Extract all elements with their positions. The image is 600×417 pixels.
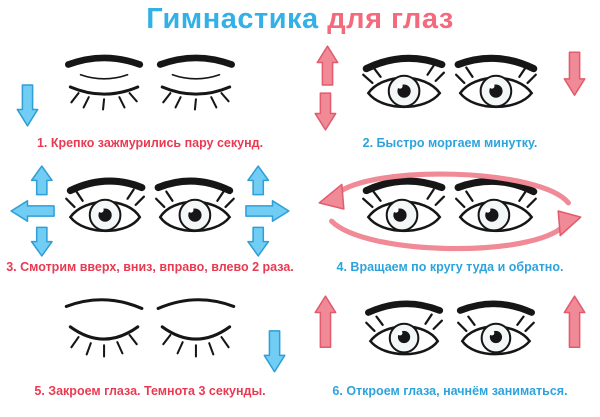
step-2-caption: 2. Быстро моргаем минутку.: [362, 135, 538, 150]
step-5-illustration: [6, 286, 294, 384]
step-3-illustration: [6, 162, 294, 260]
up-arrow-icon: [30, 165, 53, 196]
eyes-look-around-illustration: [10, 165, 290, 257]
left-eye-open: [365, 300, 444, 356]
up-arrow-icon: [247, 165, 270, 196]
right-eye-open: [154, 177, 235, 233]
eyes-open-wide-illustration: [314, 295, 586, 356]
down-arrow-icon: [16, 84, 39, 127]
step-6-caption: 6. Откроем глаза, начнём заниматься.: [332, 383, 568, 398]
circular-arrow-top: [318, 171, 571, 210]
down-arrow-icon: [263, 330, 286, 373]
left-arrow-icon: [10, 199, 55, 222]
step-5: 5. Закроем глаза. Темнота 3 секунды.: [0, 286, 300, 410]
title-part-blue: Гимнастика: [146, 3, 319, 35]
down-arrow-icon: [30, 226, 53, 257]
left-eye-closed-tight: [65, 54, 144, 111]
eyes-rotate-illustration: [318, 171, 582, 252]
step-3: 3. Смотрим вверх, вниз, вправо, влево 2 …: [0, 162, 300, 286]
left-eye-open: [362, 177, 446, 233]
page-title: Гимнастика для глаз: [0, 3, 600, 36]
down-arrow-icon: [247, 226, 270, 257]
step-6-illustration: [306, 286, 594, 384]
right-eye-closed-tight: [156, 54, 235, 111]
left-eye-closed-relaxed: [64, 298, 144, 358]
step-1-caption: 1. Крепко зажмурились пару секунд.: [36, 135, 264, 150]
step-6: 6. Откроем глаза, начнём заниматься.: [300, 286, 600, 410]
left-eye-open: [65, 177, 146, 233]
step-4-illustration: [306, 162, 594, 260]
eyes-blinking-illustration: [314, 45, 586, 131]
right-eye-open: [454, 177, 538, 233]
up-arrow-icon: [563, 295, 586, 348]
steps-grid: 1. Крепко зажмурились пару секунд.: [0, 38, 600, 410]
right-eye-closed-relaxed: [156, 298, 236, 358]
circular-arrow-bottom: [329, 210, 582, 252]
up-arrow-icon: [314, 295, 337, 348]
step-1-illustration: [6, 38, 294, 136]
right-eye-open: [454, 54, 538, 109]
left-eye-open: [362, 54, 446, 109]
eyes-squeezed-shut-illustration: [16, 54, 235, 127]
step-3-caption: 3. Смотрим вверх, вниз, вправо, влево 2 …: [6, 259, 294, 274]
eyes-closed-relaxed-illustration: [64, 298, 286, 373]
step-5-caption: 5. Закроем глаза. Темнота 3 секунды.: [34, 383, 266, 398]
step-4: 4. Вращаем по кругу туда и обратно.: [300, 162, 600, 286]
down-arrow-icon: [563, 51, 586, 96]
up-arrow-icon: [316, 45, 339, 86]
step-2: 2. Быстро моргаем минутку.: [300, 38, 600, 162]
step-1: 1. Крепко зажмурились пару секунд.: [0, 38, 300, 162]
down-arrow-icon: [314, 92, 337, 131]
title-part-pink: для глаз: [327, 3, 454, 35]
step-2-illustration: [306, 38, 594, 136]
right-arrow-icon: [245, 199, 290, 222]
right-eye-open: [456, 300, 535, 356]
step-4-caption: 4. Вращаем по кругу туда и обратно.: [336, 259, 564, 274]
